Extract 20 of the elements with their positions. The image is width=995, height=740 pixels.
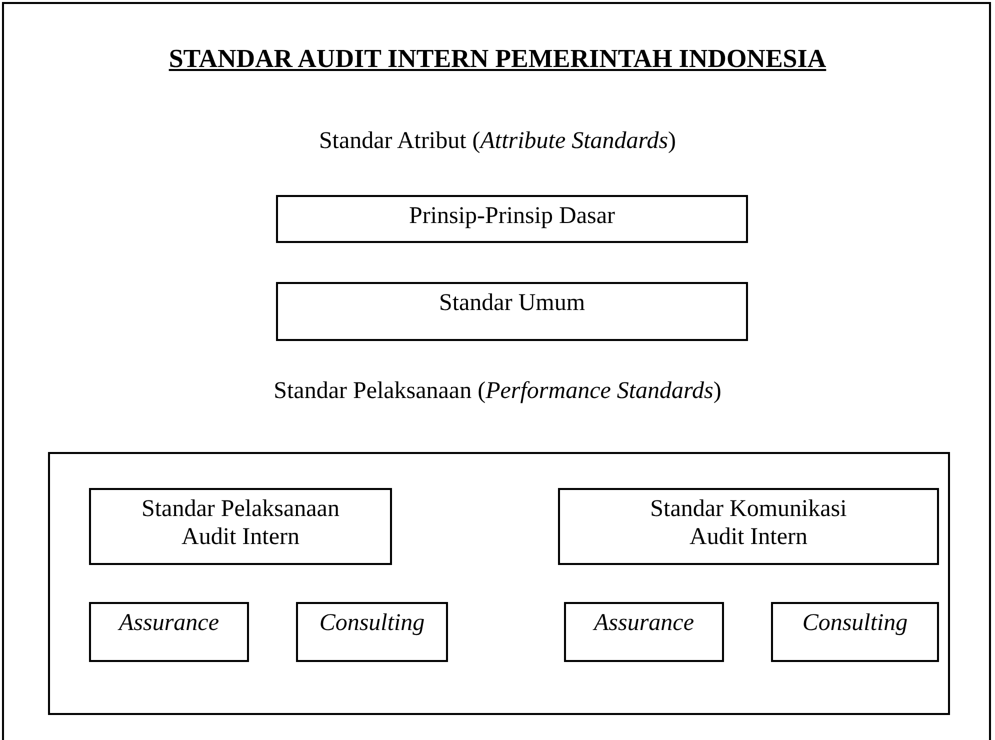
box-label: Assurance bbox=[592, 610, 695, 638]
standard-box bbox=[564, 602, 724, 662]
standard-box bbox=[296, 602, 448, 662]
standard-box bbox=[276, 282, 748, 341]
box-label: Standar Pelaksanaan Audit Intern bbox=[140, 496, 340, 552]
standard-box bbox=[558, 488, 939, 565]
standard-box bbox=[89, 602, 249, 662]
title: STANDAR AUDIT INTERN PEMERINTAH INDONESIA bbox=[168, 44, 828, 74]
section-heading: Standar Atribut (Attribute Standards) bbox=[318, 128, 678, 155]
standard-box bbox=[276, 195, 748, 243]
box-label: Standar Umum bbox=[438, 290, 586, 318]
box-label: Prinsip-Prinsip Dasar bbox=[408, 203, 616, 231]
box-label: Standar Komunikasi Audit Intern bbox=[649, 496, 848, 552]
group-box bbox=[48, 452, 950, 715]
standard-box bbox=[89, 488, 392, 565]
box-label: Consulting bbox=[801, 610, 909, 638]
standard-box bbox=[771, 602, 939, 662]
box-label: Consulting bbox=[318, 610, 426, 638]
box-label: Assurance bbox=[116, 610, 220, 638]
section-heading: Standar Pelaksanaan (Performance Standards) bbox=[272, 378, 722, 405]
